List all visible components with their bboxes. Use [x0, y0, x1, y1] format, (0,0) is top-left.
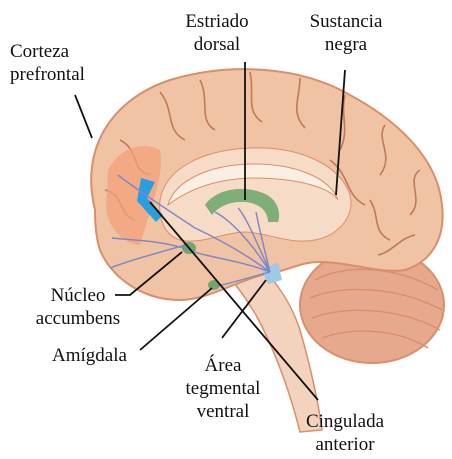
label-prefrontal-cortex: Corteza prefrontal: [10, 40, 85, 86]
label-ventral-tegmental-area: Área tegmental ventral: [178, 354, 268, 423]
label-substantia-nigra: Sustancia negra: [300, 10, 392, 56]
label-nucleus-accumbens: Núcleo accumbens: [28, 284, 128, 330]
label-amygdala: Amígdala: [52, 344, 127, 367]
label-dorsal-striatum: Estriado dorsal: [172, 10, 262, 56]
label-anterior-cingulate: Cingulada anterior: [300, 410, 390, 456]
